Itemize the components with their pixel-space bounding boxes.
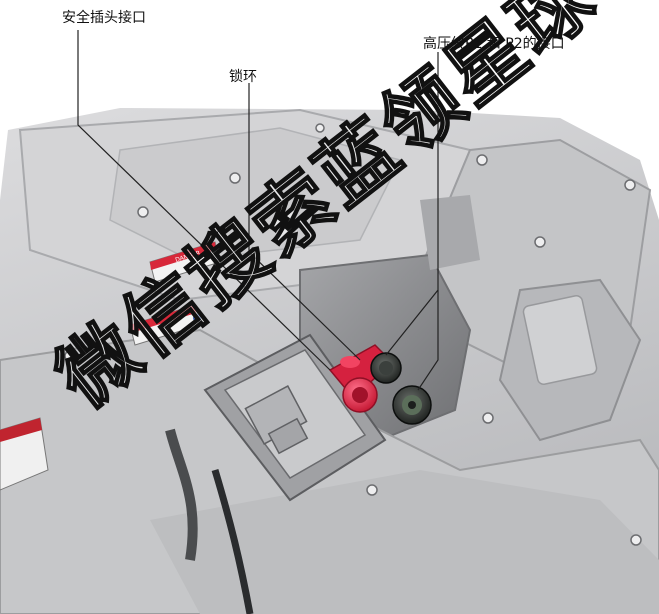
- warning-label-lower: [129, 304, 201, 346]
- warning-label-upper: DANGER: [149, 241, 221, 283]
- leader-lines: [77, 30, 439, 391]
- hv-port-p1: [370, 352, 402, 384]
- leader-line-lock: [248, 83, 361, 361]
- label-hv-ports: 高压线P1 和 P2的接口: [423, 36, 565, 52]
- leader-line-safety: [77, 30, 331, 371]
- hv-port-p2: [392, 385, 432, 425]
- safety-connector-housing: [203, 333, 387, 502]
- warning-label-left: [0, 417, 49, 491]
- label-lock-ring: 锁环: [229, 69, 257, 85]
- label-safety-connector: 安全插头接口: [62, 10, 146, 26]
- leader-line-hv-p2: [417, 290, 439, 391]
- housing: [0, 108, 659, 614]
